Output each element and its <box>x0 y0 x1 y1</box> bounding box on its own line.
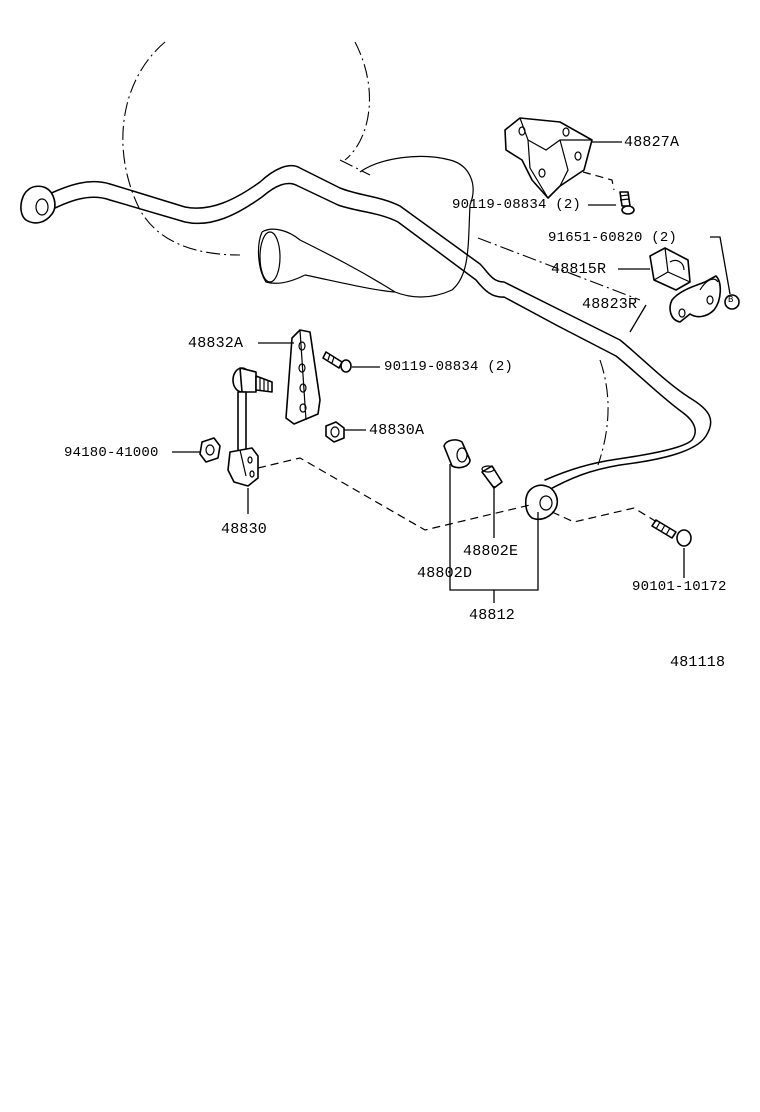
assembly-dashed-lines <box>257 171 661 531</box>
ref-marker-letter: B <box>728 295 734 305</box>
link-48830 <box>227 367 273 487</box>
bushing-48815r <box>649 247 691 291</box>
nut-48830a <box>325 421 345 443</box>
label-94180: 94180-41000 <box>64 445 159 461</box>
label-91651: 91651-60820 (2) <box>548 230 678 246</box>
label-48815r: 48815R <box>551 261 607 278</box>
bolt-90101 <box>651 519 692 547</box>
label-48812: 48812 <box>469 607 516 624</box>
label-48830: 48830 <box>221 521 268 538</box>
background-housing-outline <box>122 41 641 466</box>
label-48830a: 48830A <box>369 422 425 439</box>
label-90101: 90101-10172 <box>632 579 727 595</box>
ref-marker-circle <box>724 294 740 310</box>
bolt-90119-top <box>619 191 635 215</box>
label-48802d: 48802D <box>417 565 473 582</box>
label-90119-top: 90119-08834 (2) <box>452 197 582 213</box>
bushing-48802d <box>443 439 471 469</box>
diagram-number: 481118 <box>670 654 726 671</box>
bolt-90119-middle <box>322 351 352 373</box>
bracket-48823r <box>669 275 722 323</box>
link-bracket-48832a <box>285 329 321 425</box>
label-48802e: 48802E <box>463 543 519 560</box>
label-48823r: 48823R <box>582 296 638 313</box>
label-48827a: 48827A <box>624 134 680 151</box>
collar-48802e <box>481 465 503 489</box>
label-48832a: 48832A <box>188 335 244 352</box>
stabilizer-bar <box>20 164 712 521</box>
leader-lines <box>172 141 731 603</box>
bracket-48827a <box>504 117 593 199</box>
label-90119-middle: 90119-08834 (2) <box>384 359 514 375</box>
nut-94180 <box>199 437 221 463</box>
